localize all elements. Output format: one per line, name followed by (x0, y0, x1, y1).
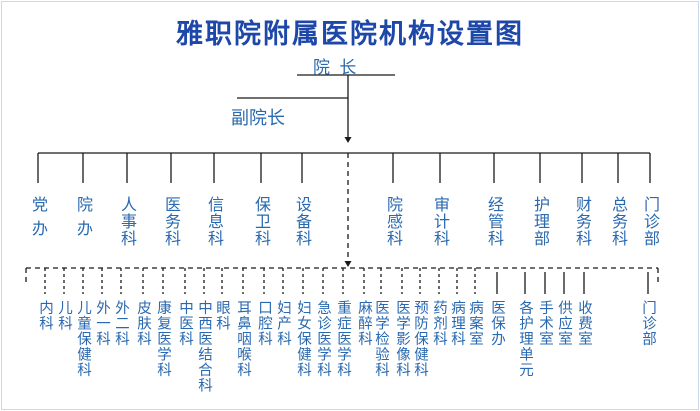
unit-node: 各护理单元 (517, 300, 533, 378)
department-node: 经管科 (485, 196, 504, 247)
unit-node: 医学影像科 (394, 300, 410, 378)
unit-node: 中西医结合科 (196, 300, 212, 393)
department-node: 信息科 (205, 196, 224, 247)
department-node: 总务科 (609, 196, 628, 247)
unit-node: 急诊医学科 (315, 300, 331, 378)
president-node: 院 长 (313, 58, 359, 78)
unit-node: 儿科 (56, 300, 72, 331)
unit-node: 麻醉科 (356, 300, 372, 347)
department-node: 保卫科 (252, 196, 271, 247)
unit-node: 妇产科 (275, 300, 291, 347)
center-arrow (344, 261, 352, 267)
unit-node: 病理科 (449, 300, 465, 347)
unit-node: 医保办 (489, 300, 505, 347)
unit-node: 中医科 (177, 300, 193, 347)
department-node: 党办 (29, 196, 48, 244)
department-node: 院感科 (384, 196, 403, 247)
department-node: 医务科 (162, 196, 181, 247)
unit-node: 耳鼻咽喉科 (235, 300, 251, 378)
department-node: 设备科 (293, 196, 312, 247)
vice-president-node: 副院长 (231, 108, 285, 129)
unit-node: 病案室 (467, 300, 483, 347)
unit-node: 外二科 (113, 300, 129, 347)
unit-node: 康复医学科 (155, 300, 171, 378)
unit-node: 外一科 (94, 300, 110, 347)
department-node: 护理部 (531, 196, 550, 247)
department-node: 院办 (74, 196, 93, 244)
unit-node: 医学检验科 (373, 300, 389, 378)
department-node: 门诊部 (641, 196, 660, 247)
unit-node: 预防保健科 (412, 300, 428, 378)
unit-node: 内科 (37, 300, 53, 331)
unit-node: 妇女保健科 (295, 300, 311, 378)
unit-node: 眼科 (214, 300, 230, 331)
unit-node: 儿童保健科 (75, 300, 91, 378)
page-title: 雅职院附属医院机构设置图 (176, 19, 524, 50)
unit-node: 供应室 (556, 300, 572, 347)
department-node: 人事科 (118, 196, 137, 247)
unit-node: 药剂科 (431, 300, 447, 347)
unit-node: 手术室 (537, 300, 553, 347)
department-node: 审计科 (431, 196, 450, 247)
department-node: 财务科 (573, 196, 592, 247)
unit-node: 重症医学科 (335, 300, 351, 378)
trunk-arrow (344, 137, 352, 143)
unit-node: 门诊部 (640, 300, 656, 347)
unit-node: 皮肤科 (135, 300, 151, 347)
unit-node: 口腔科 (256, 300, 272, 347)
unit-node: 收费室 (576, 300, 592, 347)
